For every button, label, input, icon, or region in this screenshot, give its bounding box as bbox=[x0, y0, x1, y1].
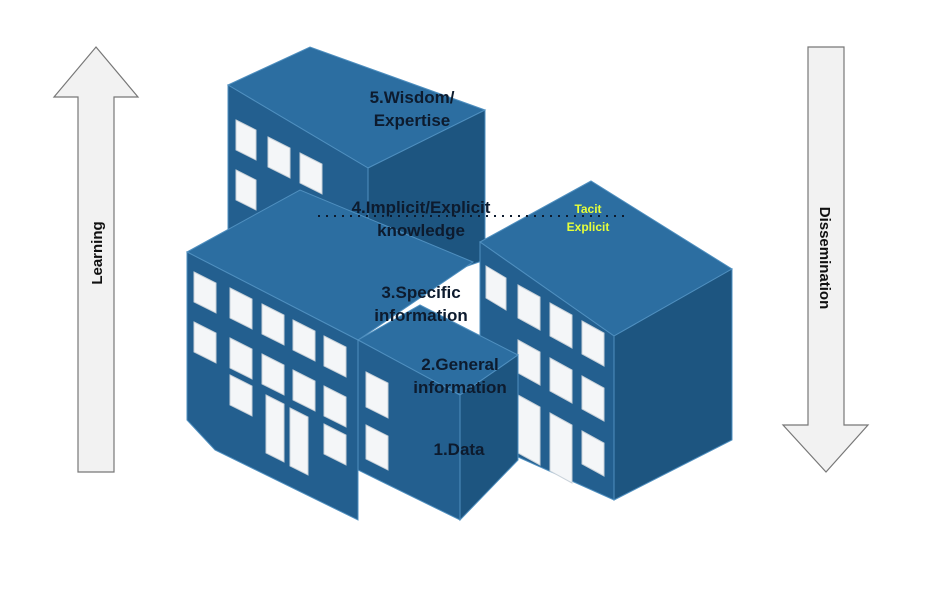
level-5-label-line1: 5.Wisdom/ bbox=[370, 88, 455, 107]
level-5-label-line2: Expertise bbox=[374, 111, 451, 130]
level-1-label: 1.Data bbox=[433, 440, 485, 459]
level-3-label-line2: information bbox=[374, 306, 468, 325]
specific-information-building bbox=[185, 189, 475, 521]
level-4-label-line1: 4.Implicit/Explicit bbox=[352, 198, 491, 217]
learning-arrow: Learning bbox=[52, 46, 140, 473]
learning-label: Learning bbox=[89, 221, 106, 284]
level-2-label-line2: information bbox=[413, 378, 507, 397]
dissemination-arrow: Dissemination bbox=[781, 46, 870, 473]
level-4-label-line2: knowledge bbox=[377, 221, 465, 240]
level-2-label-line1: 2.General bbox=[421, 355, 499, 374]
dissemination-label: Dissemination bbox=[816, 207, 833, 310]
explicit-label: Explicit bbox=[567, 220, 610, 234]
level-3-label-line1: 3.Specific bbox=[381, 283, 460, 302]
data-building bbox=[356, 304, 519, 522]
tacit-label: Tacit bbox=[574, 202, 601, 216]
